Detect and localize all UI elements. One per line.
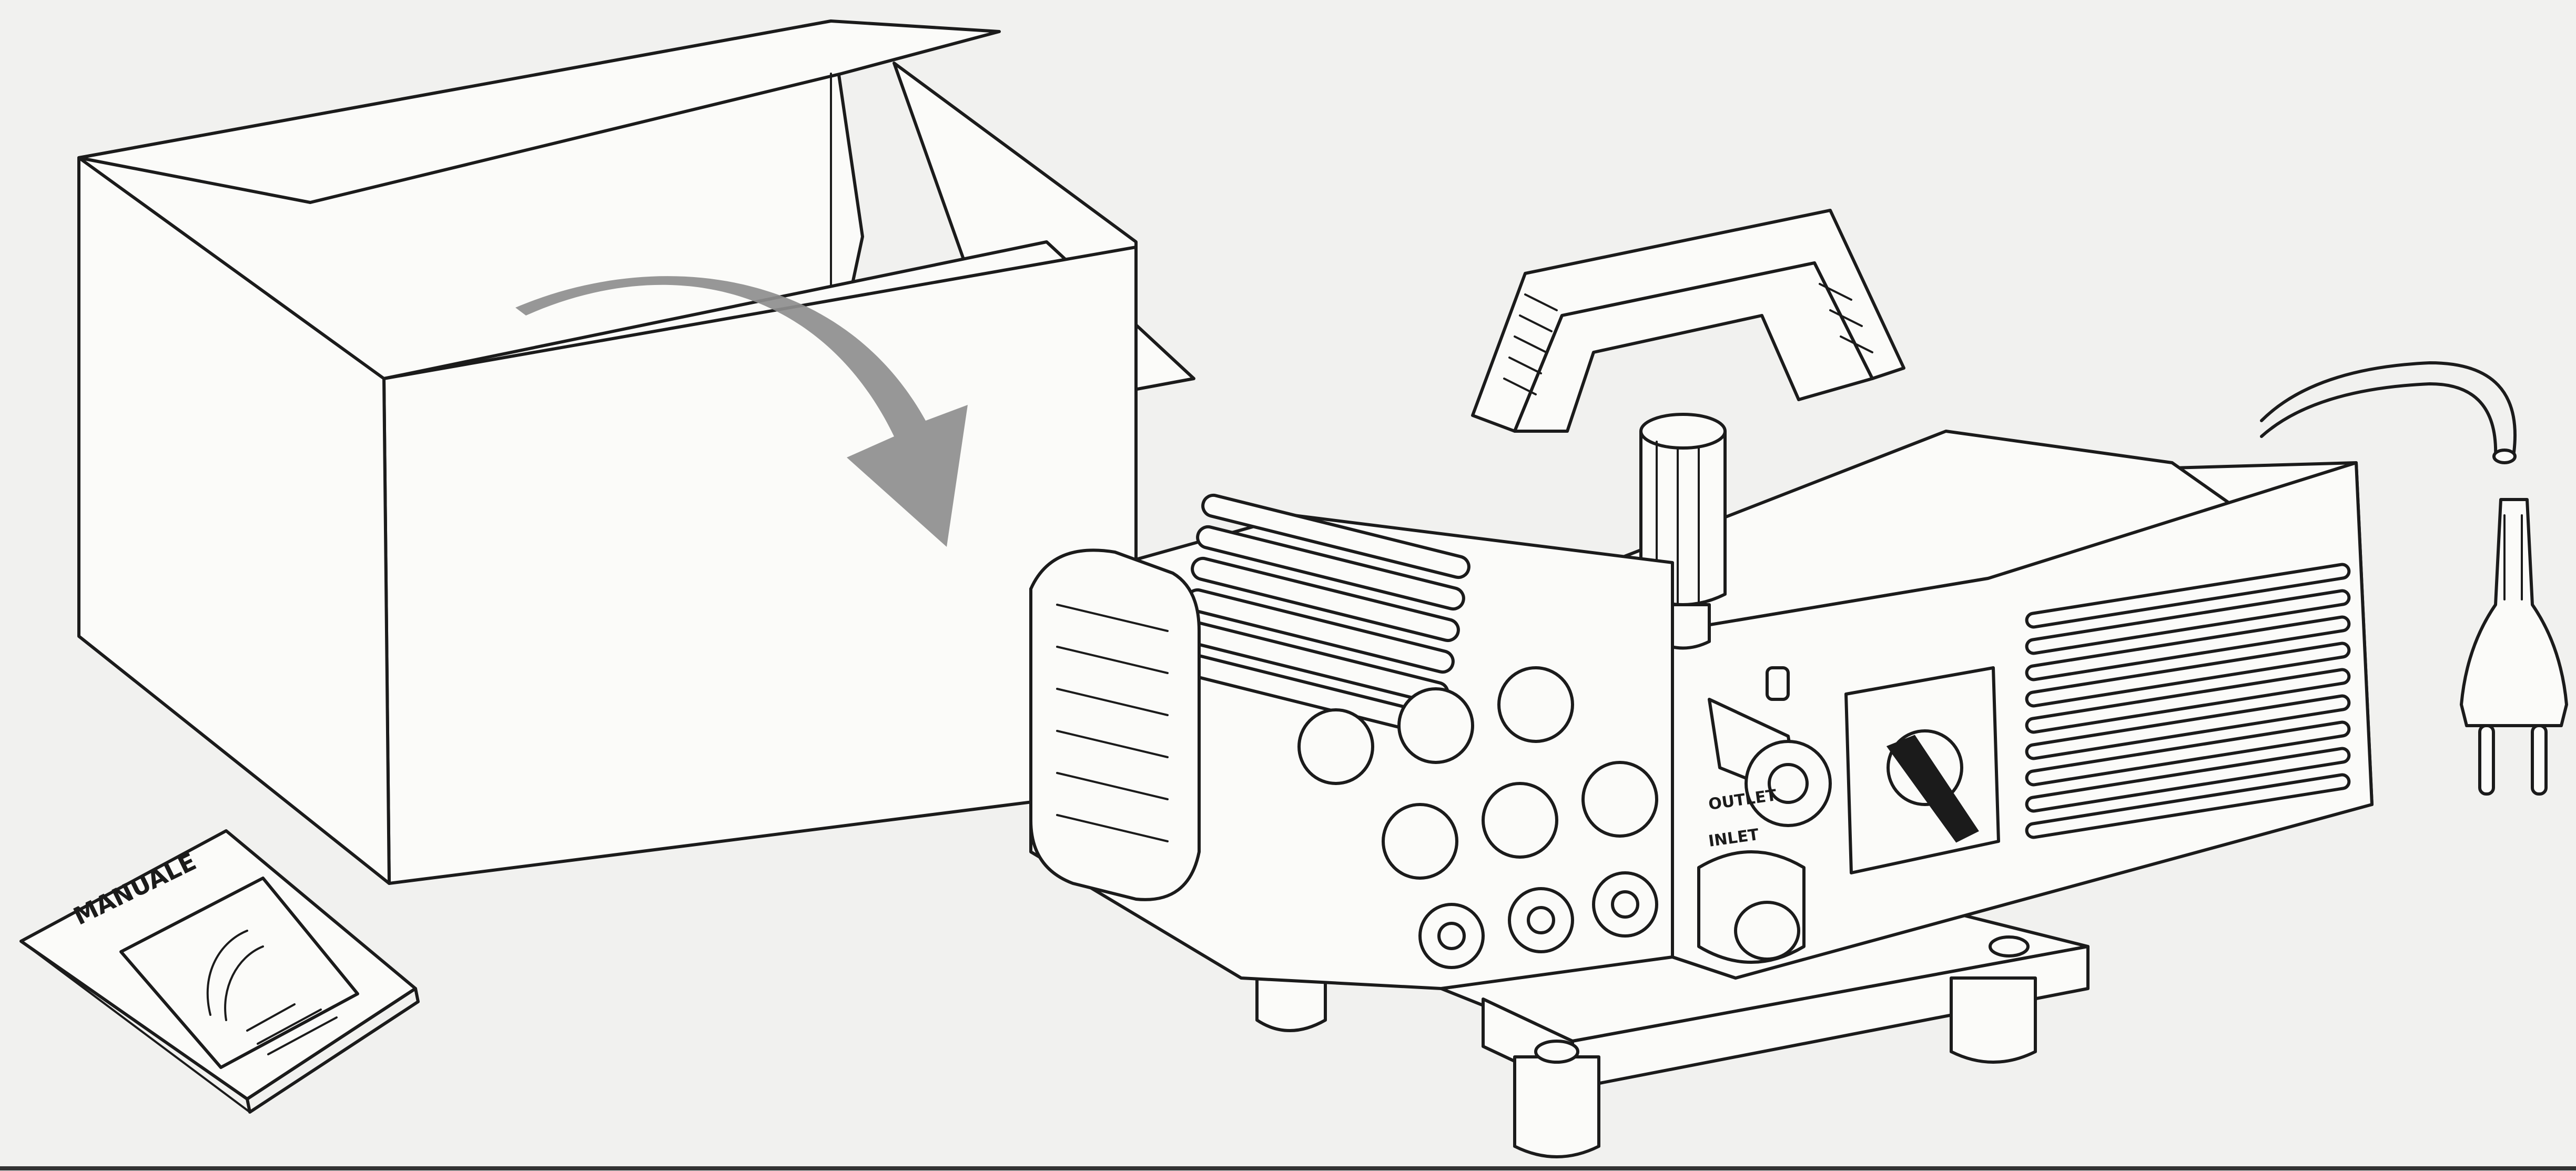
cardboard-box (77, 19, 1195, 885)
power-cord (2260, 361, 2517, 464)
base-plate (1255, 913, 2090, 1158)
water-inlet-fitting[interactable] (1697, 850, 1806, 964)
water-outlet-fitting[interactable] (1708, 666, 1832, 827)
cooling-fins (1175, 493, 1470, 737)
pump-head: OUTLET INLET (1029, 493, 1832, 990)
power-plug-icon (2460, 498, 2568, 796)
unpack-arrow-icon (515, 276, 968, 547)
ventilation-grille (2025, 563, 2351, 839)
manifold-valve-caps (1297, 666, 1658, 969)
crankcase-ribs (1056, 604, 1169, 842)
carry-handle (1471, 209, 1905, 433)
pressure-washer: OUTLET INLET (1029, 209, 2568, 1158)
user-manual-booklet: MANUALE (19, 829, 420, 1114)
power-switch-icon[interactable] (1886, 729, 1979, 843)
